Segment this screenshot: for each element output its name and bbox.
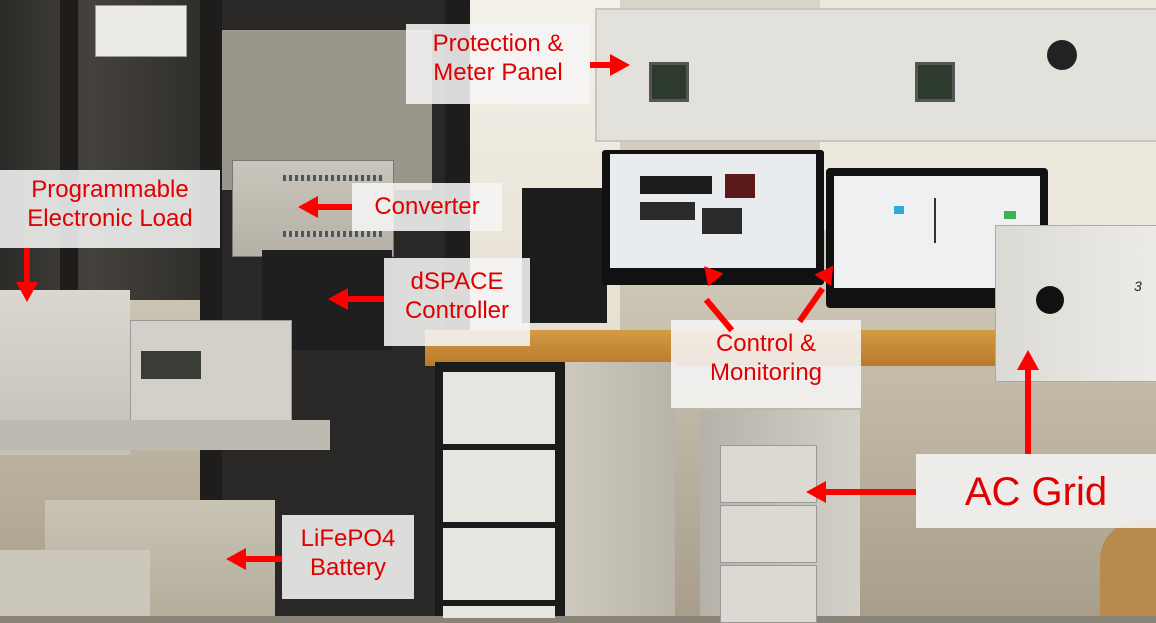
scope-plot [725,174,755,198]
transformer-panel [720,445,817,503]
label-line: Controller [404,296,510,324]
arrow-head-up-icon [1017,350,1039,370]
waveform-plot [640,176,712,194]
power-meter-display [649,62,689,102]
model-block [1004,211,1016,219]
label-line: Monitoring [709,358,823,386]
label-line: Protection & [432,30,564,57]
wooden-stool [1100,520,1156,616]
transformer-panel [720,565,817,623]
label-lifepo4-battery: LiFePO4 Battery [282,515,414,599]
lcd-display [141,351,201,379]
rotary-knob [1047,40,1077,70]
power-supply-unit [95,5,187,57]
protection-meter-panel [595,8,1156,142]
variac-transformer [700,410,860,623]
rack-post [60,0,78,300]
label-programmable-electronic-load: Programmable Electronic Load [0,170,220,248]
label-converter: Converter [352,183,502,231]
label-dspace-controller: dSPACE Controller [384,258,530,346]
arrow-ac-grid-transformer [826,489,916,495]
selector-knob [1036,286,1064,314]
label-line: Converter [374,193,480,220]
monitor-left [602,150,824,285]
drawer [443,606,555,618]
label-line: dSPACE [410,268,504,295]
vent [283,175,383,181]
arrow-electronic-load [24,248,30,284]
arrow-converter [318,204,352,210]
transformer-panel [720,505,817,563]
label-line: Control & [715,330,817,357]
power-meter-display [915,62,955,102]
arrow-protection-panel [590,62,612,68]
drawer [443,528,555,600]
bus-line [934,198,936,243]
arrow-head-left-icon [226,548,246,570]
plot-panel [640,202,695,220]
model-block [894,206,904,214]
arrow-dspace [348,296,384,302]
drawer [443,372,555,444]
arrow-head-left-icon [298,196,318,218]
label-protection-meter-panel: Protection & Meter Panel [406,24,590,104]
desktop-pc [522,188,607,323]
vent [283,231,383,237]
label-line: Programmable [31,176,189,203]
label-line: Battery [309,553,387,581]
cabinet-side [565,362,675,616]
arrow-head-left-icon [328,288,348,310]
label-control-monitoring: Control & Monitoring [671,320,861,408]
label-line: AC Grid [964,470,1108,514]
label-line: Meter Panel [433,58,563,86]
rack-post [200,0,222,616]
left-rack [0,0,230,300]
arrow-head-right-icon [610,54,630,76]
controldesk-screen [610,154,816,268]
arrow-head-left-icon [806,481,826,503]
arrow-battery [246,556,282,562]
electronic-load-unit [130,320,292,437]
battery-pack [0,550,150,616]
label-line: LiFePO4 [300,525,396,552]
label-ac-grid: AC Grid [916,454,1156,528]
drawer-cabinet [435,362,565,618]
drawer [443,450,555,522]
label-line: Electronic Load [27,204,193,232]
unit-number: 3 [1134,278,1142,294]
arrow-ac-grid-unit [1025,370,1031,454]
plot-panel [702,208,742,234]
arrow-head-down-icon [16,282,38,302]
shelf [0,420,330,450]
